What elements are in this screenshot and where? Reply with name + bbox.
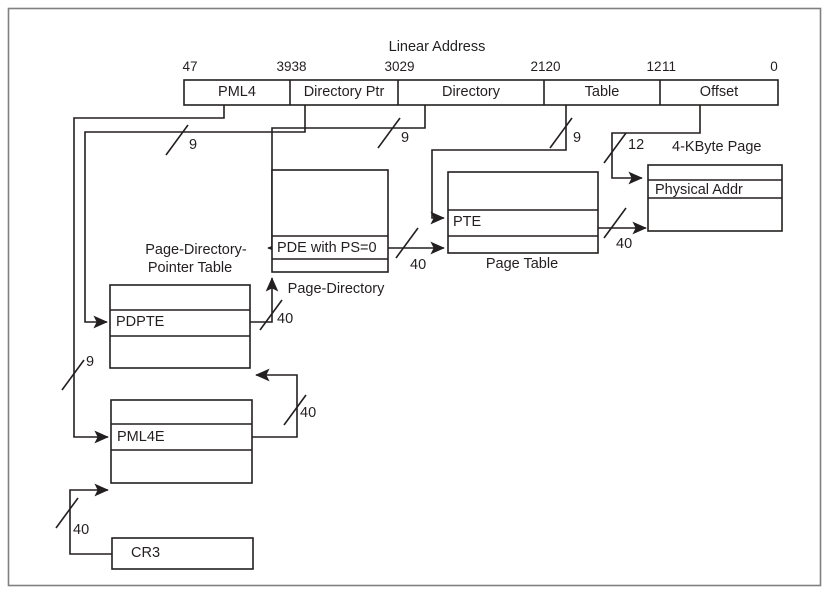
wire-directory-to-pde	[267, 105, 426, 255]
page-directory-box	[271, 169, 389, 273]
four-kbyte-page-caption: 4-KByte Page	[672, 139, 762, 155]
bit-marker-20: 20	[545, 59, 561, 74]
page-directory-entry-label: PDE with PS=0	[277, 240, 377, 256]
pdpt-box	[109, 284, 251, 369]
pml4e-entry-label: PML4E	[117, 429, 165, 445]
wire-dirptr-to-pdpte	[84, 105, 306, 329]
width-label-pml4e-addr: 40	[300, 405, 317, 421]
wire-pml4e-to-pdpt	[252, 368, 307, 438]
width-label-pml4-index: 9	[86, 354, 95, 370]
address-field-directory: Directory	[441, 84, 501, 100]
pdpte-entry-label: PDPTE	[116, 314, 165, 330]
bit-marker-38: 38	[291, 59, 307, 74]
address-field-offset: Offset	[699, 84, 739, 100]
wire-pml4-to-pml4e	[61, 105, 225, 444]
width-label-dirptr-index: 9	[189, 137, 198, 153]
cr3-box	[111, 537, 254, 570]
address-field-pml4: PML4	[218, 84, 256, 100]
page-table-box	[447, 171, 599, 254]
wire-pte-to-4kbyte-page	[598, 207, 647, 239]
wire-pdpte-to-page-directory	[250, 277, 283, 331]
bit-marker-11: 11	[661, 59, 677, 74]
bit-marker-12: 12	[646, 59, 662, 74]
figure-border	[7, 7, 822, 587]
page-table-caption: Page Table	[485, 256, 559, 272]
linear-address-bar	[183, 79, 779, 106]
width-label-pte-addr: 40	[616, 236, 633, 252]
bit-marker-30: 30	[384, 59, 400, 74]
width-label-table-index: 9	[573, 130, 582, 146]
width-label-pde-addr: 40	[410, 257, 427, 273]
linear-address-title: Linear Address	[388, 39, 486, 55]
bit-marker-39: 39	[276, 59, 292, 74]
pdpt-caption-line2: Pointer Table	[147, 260, 233, 276]
width-label-directory-index: 9	[401, 130, 410, 146]
physical-addr-label: Physical Addr	[655, 182, 743, 198]
bit-marker-21: 21	[530, 59, 546, 74]
address-field-directory-ptr: Directory Ptr	[303, 84, 385, 100]
wire-cr3-to-pml4-table	[55, 483, 112, 555]
cr3-label: CR3	[131, 545, 161, 561]
four-kbyte-page-box	[647, 164, 783, 232]
pml4-table-box	[110, 399, 253, 484]
wire-table-to-pte	[430, 105, 573, 225]
page-table-entry-label: PTE	[453, 214, 482, 230]
wire-offset-to-physical-addr	[603, 105, 701, 185]
page-directory-caption: Page-Directory	[287, 281, 385, 297]
pdpt-caption-line1: Page-Directory-	[145, 242, 247, 258]
width-label-cr3-addr: 40	[73, 522, 90, 538]
bit-marker-47: 47	[182, 59, 198, 74]
bit-marker-0: 0	[770, 59, 778, 74]
width-label-pdpte-addr: 40	[277, 311, 294, 327]
bit-marker-29: 29	[399, 59, 415, 74]
wire-pde-to-page-table	[388, 227, 445, 259]
width-label-offset: 12	[628, 137, 645, 153]
address-field-table: Table	[584, 84, 620, 100]
